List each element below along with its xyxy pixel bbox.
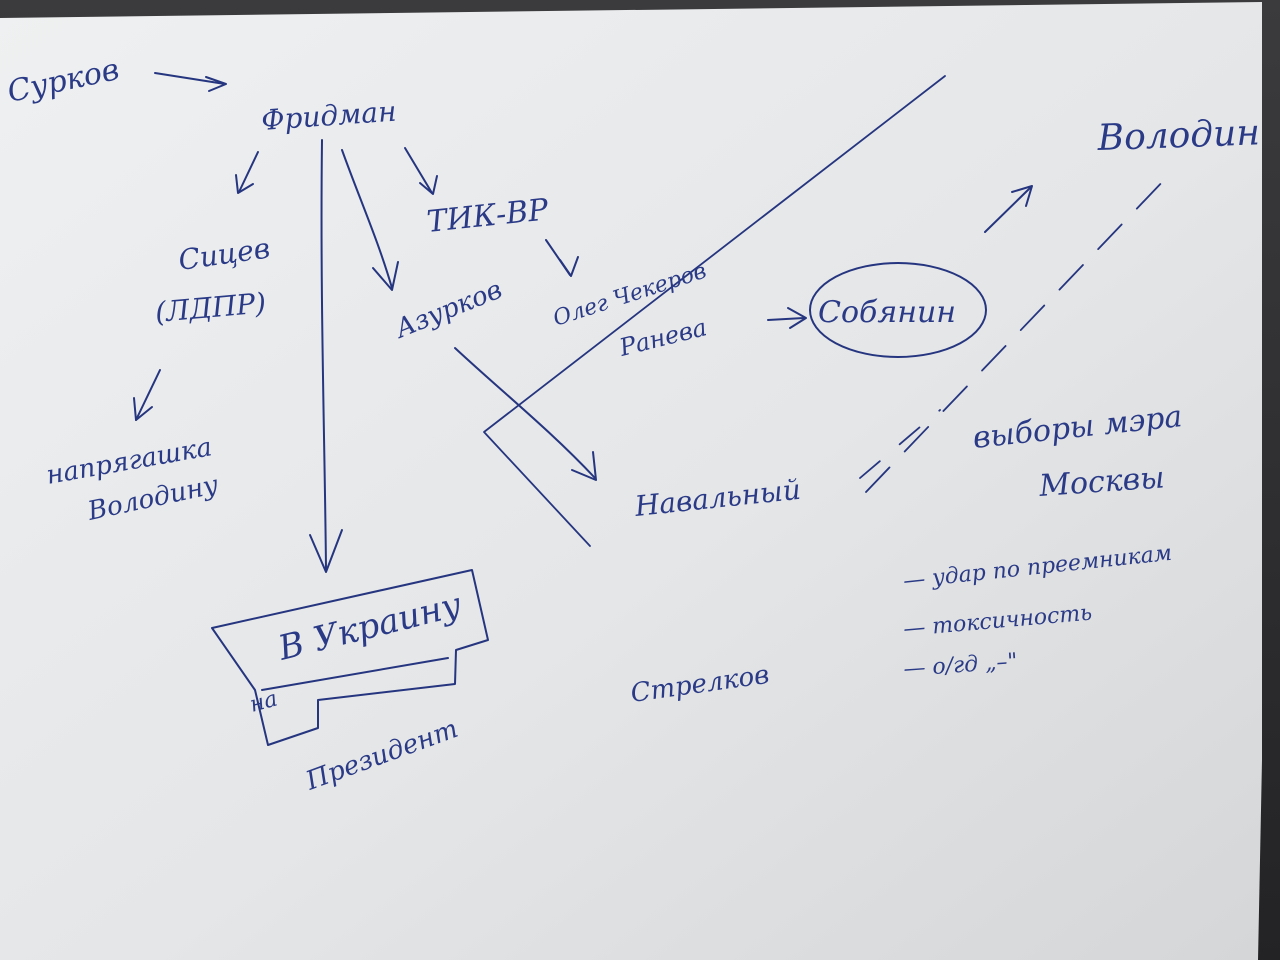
arrow-fridman-azurkov xyxy=(341,149,399,291)
arrow-surkov-fridman xyxy=(154,72,227,92)
dashed-line-navalny-volodin xyxy=(859,175,1169,493)
ukraine-box xyxy=(211,569,489,746)
line-navalny-diagonal xyxy=(483,75,946,547)
arrow-sitsev-napravshik xyxy=(133,369,161,421)
sobyanin-circle xyxy=(809,262,987,358)
node-volodin: Володин xyxy=(1096,112,1261,159)
arrow-tik-oleg xyxy=(545,239,579,277)
arrow-oleg-sobyanin xyxy=(767,307,807,329)
arrow-fridman-sitsev xyxy=(235,151,259,194)
arrow-sobyanin-volodin xyxy=(984,185,1033,233)
arrow-azurkov-navalny xyxy=(454,347,597,481)
arrow-fridman-ukraine xyxy=(309,139,343,573)
arrow-fridman-tik xyxy=(404,147,438,195)
node-sobyanin: Собянин xyxy=(818,295,956,330)
ukraine-box-inner-line xyxy=(261,657,449,691)
